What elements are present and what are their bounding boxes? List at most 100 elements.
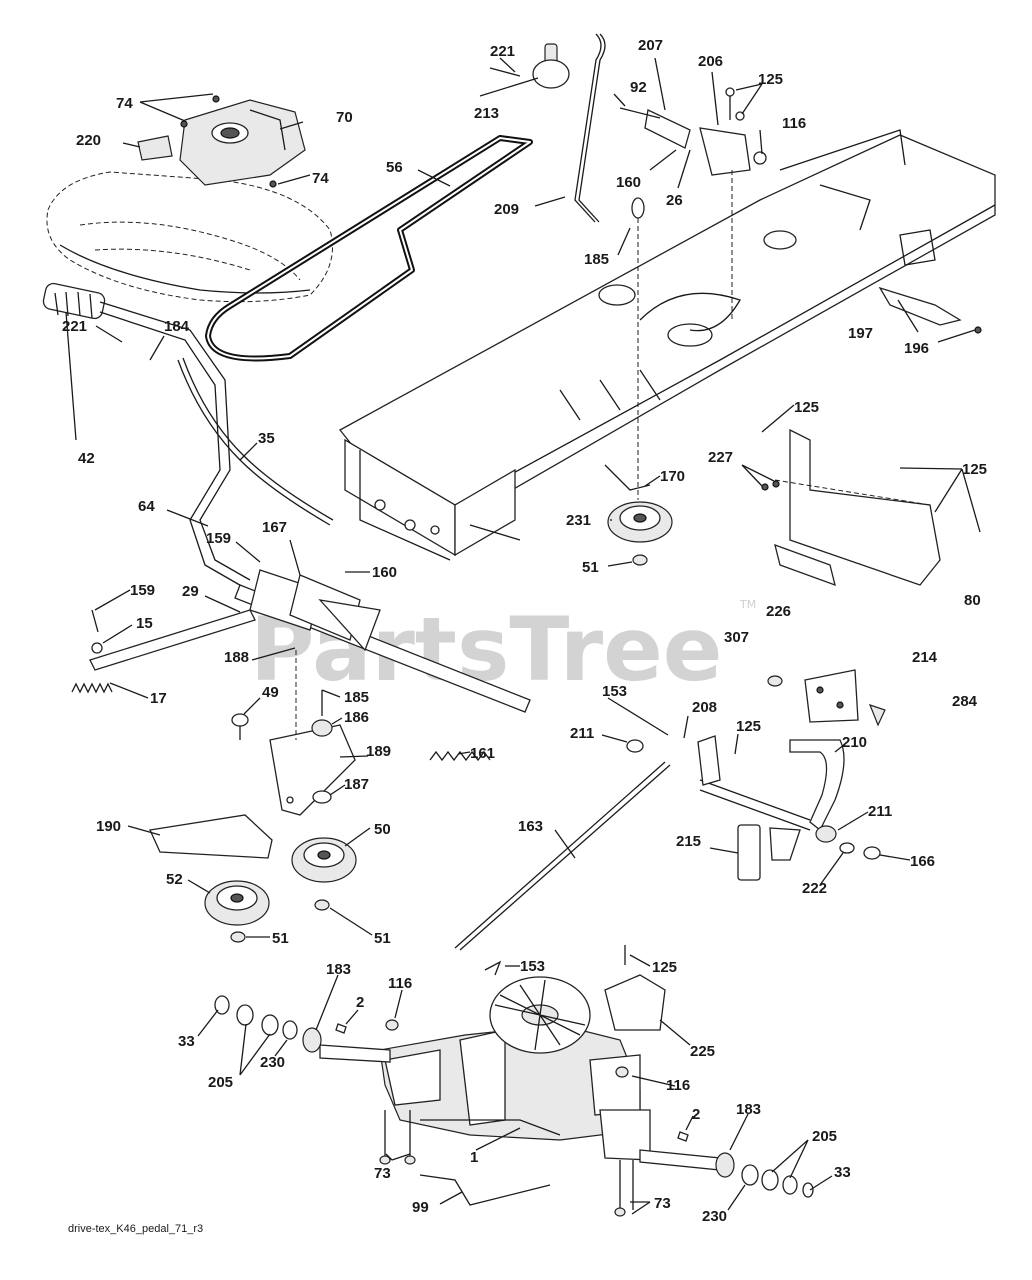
callout-153: 153 — [602, 683, 627, 700]
callout-56: 56 — [386, 159, 403, 176]
callout-92: 92 — [630, 79, 647, 96]
spring-161 — [429, 750, 491, 762]
bolts-73 — [379, 1110, 634, 1217]
callout-231: 231 — [566, 512, 591, 529]
nut-51-bottom — [230, 931, 246, 943]
screws-74 — [180, 95, 277, 188]
callout-208: 208 — [692, 699, 717, 716]
callout-50: 50 — [374, 821, 391, 838]
pin-49 — [231, 713, 249, 740]
bracket-197 — [878, 286, 982, 334]
pivot-pin-185 — [631, 197, 645, 219]
axle-left — [319, 1044, 391, 1063]
cover-piece-220 — [137, 135, 173, 161]
washer-222 — [839, 842, 855, 854]
callout-26: 26 — [666, 192, 683, 209]
pedal-rod-42 — [42, 282, 106, 320]
plate-214 — [804, 669, 859, 723]
callout-80: 80 — [964, 592, 981, 609]
callout-1: 1 — [470, 1149, 478, 1166]
callout-183: 183 — [326, 961, 351, 978]
hood-cover — [46, 171, 333, 303]
callout-73: 73 — [374, 1165, 391, 1182]
callout-153: 153 — [520, 958, 545, 975]
callout-211: 211 — [868, 803, 892, 820]
callout-213: 213 — [474, 105, 499, 122]
callout-214: 214 — [912, 649, 938, 666]
drive-belt-56 — [205, 135, 533, 362]
callout-64: 64 — [138, 498, 155, 515]
callout-185: 185 — [584, 251, 609, 268]
callout-215: 215 — [676, 833, 701, 850]
idler-arm-170 — [604, 464, 651, 491]
nut-51-left — [314, 899, 330, 911]
callout-185: 185 — [344, 689, 369, 706]
frame-chassis — [339, 129, 996, 561]
callout-2: 2 — [692, 1106, 700, 1123]
callout-207: 207 — [638, 37, 663, 54]
engine-shroud-70 — [179, 99, 306, 186]
callout-161: 161 — [470, 745, 495, 762]
spring-17 — [71, 682, 113, 694]
shield-190 — [149, 814, 273, 859]
callout-220: 220 — [76, 132, 101, 149]
rod-163 — [454, 761, 671, 951]
trademark-mark: TM — [739, 598, 756, 611]
pedal-arm-64 — [99, 301, 251, 589]
callout-125: 125 — [652, 959, 677, 976]
callout-210: 210 — [842, 734, 867, 751]
clip-284 — [868, 704, 886, 727]
link-215 — [737, 824, 801, 881]
bushing-186 — [311, 690, 333, 737]
callout-190: 190 — [96, 818, 121, 835]
callout-159: 159 — [206, 530, 231, 547]
washer-15 — [91, 642, 103, 654]
callout-222: 222 — [802, 880, 827, 897]
callout-227: 227 — [708, 449, 733, 466]
clip-166 — [863, 846, 881, 860]
callout-125: 125 — [736, 718, 761, 735]
nut-51-right — [632, 554, 648, 566]
drawing-caption: drive-tex_K46_pedal_71_r3 — [68, 1223, 203, 1235]
fan-guard-225 — [604, 974, 666, 1031]
callout-35: 35 — [258, 430, 275, 447]
callout-116: 116 — [388, 975, 412, 992]
callout-125: 125 — [758, 71, 783, 88]
callout-51: 51 — [374, 930, 391, 947]
callout-74: 74 — [116, 95, 133, 112]
pulley-231 — [607, 501, 673, 543]
callout-221: 221 — [62, 318, 87, 335]
leader-lines — [65, 57, 981, 1215]
callout-125: 125 — [962, 461, 987, 478]
callout-116: 116 — [666, 1077, 690, 1094]
callout-160: 160 — [616, 174, 641, 191]
callout-221: 221 — [490, 43, 515, 60]
callout-70: 70 — [336, 109, 353, 126]
callout-183: 183 — [736, 1101, 761, 1118]
deck-panel-80 — [761, 428, 941, 586]
pulley-50 — [291, 837, 357, 883]
callout-205: 205 — [208, 1074, 233, 1091]
callout-209: 209 — [494, 201, 519, 218]
bracket-226 — [774, 543, 836, 587]
callout-49: 49 — [262, 684, 279, 701]
callout-211: 211 — [570, 725, 594, 742]
pedal-210 — [699, 739, 845, 832]
callout-33: 33 — [178, 1033, 195, 1050]
axle-right — [639, 1149, 721, 1171]
callout-42: 42 — [78, 450, 95, 467]
callout-51: 51 — [582, 559, 599, 576]
callout-206: 206 — [698, 53, 723, 70]
callout-230: 230 — [702, 1208, 727, 1225]
callout-116: 116 — [782, 115, 806, 132]
callout-307: 307 — [724, 629, 749, 646]
callout-2: 2 — [356, 994, 364, 1011]
callout-125: 125 — [794, 399, 819, 416]
callout-74: 74 — [312, 170, 329, 187]
idler-bracket-189 — [269, 724, 356, 816]
rod-99 — [419, 1174, 551, 1206]
callout-187: 187 — [344, 776, 369, 793]
callout-labels: 221 213 207 206 125 74 70 92 116 220 56 … — [62, 37, 987, 1225]
bracket-208 — [697, 735, 721, 786]
